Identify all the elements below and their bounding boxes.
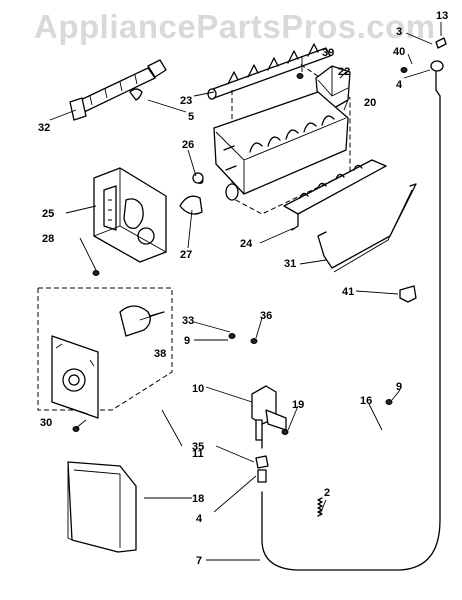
clip-part [129,88,143,101]
nut-part [430,60,444,72]
label-22: 22 [338,66,350,78]
label-39: 39 [322,47,334,59]
ejector-part [207,43,331,100]
label-25: 25 [42,208,54,220]
inlet-fitting-part [255,455,269,469]
part-labels: 13 3 40 4 39 22 23 20 5 32 26 25 28 27 2… [38,10,448,567]
fitting-part [435,37,447,49]
mold-part [213,91,349,201]
fill-tube-part [69,59,167,121]
label-5: 5 [188,111,194,123]
cover-edges [317,66,349,97]
label-13: 13 [436,10,448,22]
label-16: 16 [360,395,372,407]
label-26: 26 [182,139,194,151]
label-31: 31 [284,258,296,270]
label-7: 7 [196,555,202,567]
leader-lines [49,22,442,561]
label-4-bottom: 4 [196,513,203,525]
label-32: 32 [38,122,50,134]
thermostat-part [192,172,204,184]
label-40: 40 [393,46,405,58]
watermark: AppliancePartsPros.com [34,8,436,45]
label-27: 27 [180,249,192,261]
label-24: 24 [240,238,253,250]
label-30: 30 [40,417,52,429]
module-part [51,305,165,419]
label-11: 11 [192,448,204,460]
clip-41-part [399,285,417,303]
label-3: 3 [396,26,402,38]
screw-parts [72,67,408,435]
ferrule-part [257,469,267,483]
label-36: 36 [260,310,272,322]
label-35: 35 [192,441,204,453]
label-9-right: 9 [396,381,402,393]
label-4-top: 4 [396,79,403,91]
label-20: 20 [364,97,376,109]
motor-part [179,195,203,215]
label-33: 33 [182,315,194,327]
water-valve-part [251,385,287,449]
housing-part [93,167,167,263]
front-cover-edges [67,462,121,548]
wire-arm-shadow [333,189,413,273]
label-10: 10 [192,383,204,395]
label-38: 38 [154,348,166,360]
label-19: 19 [292,399,304,411]
front-cover-part [67,461,137,553]
label-2: 2 [324,487,330,499]
label-18: 18 [192,493,204,505]
label-41: 41 [342,286,354,298]
label-9-left: 9 [184,335,190,347]
wire-arm-part [317,183,417,269]
shutoff-arm-part [283,159,387,231]
label-23: 23 [180,95,192,107]
label-28: 28 [42,233,54,245]
water-tube-part [261,71,441,571]
